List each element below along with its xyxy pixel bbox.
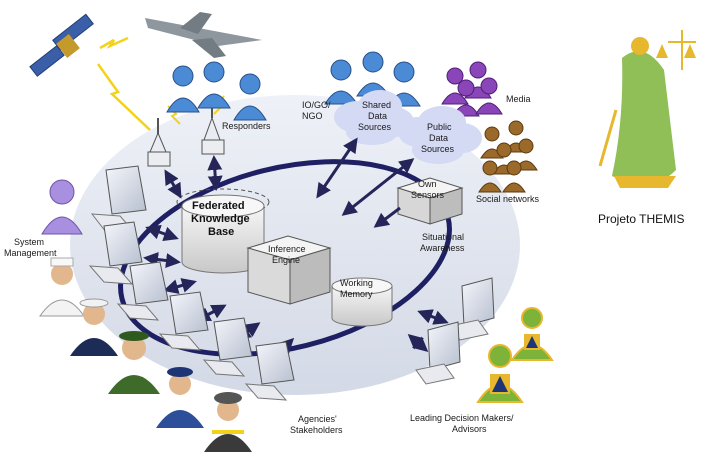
- project-title: Projeto THEMIS: [598, 212, 685, 226]
- officer-person-icon: [70, 298, 118, 356]
- label-inference-engine-line2: Engine: [272, 255, 301, 265]
- workstation-monitor-icon: [415, 321, 461, 385]
- label-working-memory-line2: Memory: [340, 289, 373, 299]
- public-data-sources-cloud-icon: [398, 106, 482, 164]
- antenna-icon: [201, 102, 225, 155]
- label-leading-decision-makers-line2: Advisors: [452, 424, 487, 434]
- label-io-go-ngo-line1: IO/GO/: [302, 100, 331, 110]
- arrow-connector: [145, 224, 179, 242]
- workstation-monitor-icon: [244, 341, 295, 401]
- label-system-management-line1: System: [14, 237, 45, 247]
- arrow-connector: [341, 158, 415, 216]
- label-agencies-stakeholders-line2: Stakeholders: [290, 425, 343, 435]
- decision-maker-person-icon: [510, 307, 554, 361]
- label-public-data-sources-line2: Data: [429, 133, 449, 143]
- label-responders: Responders: [222, 121, 271, 131]
- workstation-monitor-icon: [158, 291, 209, 351]
- label-federated-knowledge-base-line2: Knowledge: [191, 213, 250, 225]
- label-shared-data-sources-line3: Sources: [358, 122, 392, 132]
- signal-bolt-icon: [96, 63, 151, 131]
- label-federated-knowledge-base-line3: Base: [208, 226, 235, 238]
- workstation-monitor-icon: [449, 277, 495, 341]
- themis-statue-icon: [598, 30, 696, 188]
- media-group-icon: [441, 61, 503, 117]
- inference-engine-box-icon: [246, 235, 332, 305]
- antenna-icon: [147, 118, 171, 167]
- workstation-monitor-icon: [202, 317, 253, 377]
- label-working-memory-line1: Working: [340, 278, 373, 288]
- decision-maker-workstations: [415, 277, 495, 385]
- workstation-monitor-icon: [88, 221, 143, 285]
- label-situational-awareness-line2: Awareness: [420, 243, 465, 253]
- label-io-go-ngo-line2: NGO: [302, 111, 323, 121]
- shared-data-sources-cloud-icon: [334, 90, 414, 145]
- label-own-sensors-line2: Sensors: [411, 190, 445, 200]
- soldier-person-icon: [108, 331, 160, 394]
- arrow-connector: [316, 137, 358, 199]
- agency-workstations: [88, 165, 295, 401]
- label-social-networks: Social networks: [476, 194, 540, 204]
- label-leading-decision-makers-line1: Leading Decision Makers/: [410, 413, 514, 423]
- label-federated-knowledge-base-line1: Federated: [192, 200, 245, 212]
- satellite-icon: [29, 13, 94, 77]
- arrow-connector: [373, 206, 401, 228]
- arrow-connector: [163, 278, 197, 294]
- label-system-management-line2: Management: [4, 248, 57, 258]
- arrow-connector: [417, 309, 449, 325]
- firefighter-person-icon: [204, 392, 252, 452]
- arrow-connector: [207, 155, 223, 191]
- label-inference-engine-line1: Inference: [268, 244, 306, 254]
- decision-maker-person-icon: [476, 344, 524, 403]
- doctor-person-icon: [39, 257, 85, 317]
- signal-bolt-icon: [99, 36, 129, 50]
- label-situational-awareness-line1: Situational: [422, 232, 465, 242]
- label-shared-data-sources-line2: Data: [368, 111, 388, 121]
- police-person-icon: [156, 367, 204, 428]
- arrow-connector: [143, 252, 181, 268]
- federated-knowledge-base-icon: [176, 188, 270, 274]
- working-memory-icon: [331, 277, 393, 327]
- social-networks-group-icon: [478, 120, 538, 193]
- label-media: Media: [506, 94, 531, 104]
- drone-icon: [145, 12, 262, 58]
- arrow-connector: [164, 169, 182, 199]
- label-public-data-sources-line3: Sources: [421, 144, 455, 154]
- label-agencies-stakeholders-line1: Agencies': [298, 414, 337, 424]
- responders-group-icon: [166, 61, 267, 121]
- workstation-monitor-icon: [116, 261, 169, 321]
- label-own-sensors-line1: Own: [418, 179, 437, 189]
- label-public-data-sources-line1: Public: [427, 122, 452, 132]
- label-shared-data-sources-line1: Shared: [362, 100, 392, 110]
- system-management-person-icon: [41, 179, 83, 235]
- arrow-connector: [407, 334, 429, 352]
